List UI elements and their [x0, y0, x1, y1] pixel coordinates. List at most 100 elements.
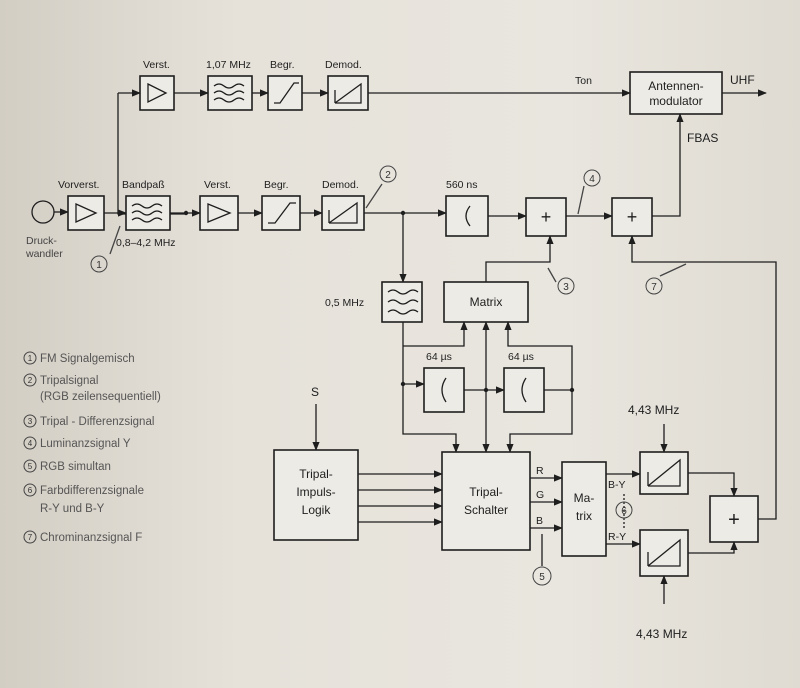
svg-text:1: 1: [28, 354, 33, 363]
marker-1: 1: [90, 225, 121, 273]
svg-text:5: 5: [28, 462, 33, 471]
delay-64us-block-2: [503, 367, 545, 413]
label-demod-mid: Demod.: [322, 179, 359, 191]
middle-section: 0,5 MHz Matrix 64 µs 64 µs: [325, 213, 575, 453]
svg-text:Farbdifferenzsignale: Farbdifferenzsignale: [40, 485, 144, 497]
amplifier-icon: [147, 82, 168, 104]
svg-text:Luminanzsignal Y: Luminanzsignal Y: [40, 438, 131, 450]
svg-text:7: 7: [651, 282, 657, 293]
pressure-transducer-icon: [31, 200, 55, 224]
svg-text:3: 3: [28, 417, 33, 426]
label-443-top: 4,43 MHz: [628, 403, 679, 417]
label-verst-mid: Verst.: [204, 179, 231, 191]
demodulator-icon-main: [328, 201, 358, 224]
bottom-section: S Tripal- Impuls- Logik Tripal- Schalter…: [273, 235, 777, 641]
svg-text:6: 6: [28, 486, 33, 495]
numbered-markers: 1 2 3 4 5 6 7: [90, 165, 687, 586]
preamp-block: [67, 195, 105, 231]
legend-item-1: 1 FM Signalgemisch: [23, 351, 135, 365]
label-ton: Ton: [575, 75, 592, 87]
svg-text:FM Signalgemisch: FM Signalgemisch: [40, 353, 135, 365]
svg-text:4: 4: [28, 439, 33, 448]
svg-text:6: 6: [621, 506, 627, 517]
lowpass-icon: [387, 289, 419, 315]
limiter-icon-main: [268, 202, 296, 224]
label-matrix: Matrix: [470, 295, 503, 309]
svg-text:3: 3: [563, 282, 569, 293]
svg-text:Chrominanzsignal F: Chrominanzsignal F: [40, 532, 142, 544]
amplifier-block-top: [139, 75, 175, 111]
legend: 1 FM Signalgemisch 2 Tripalsignal (RGB z…: [23, 351, 161, 544]
label-ry: R-Y: [608, 531, 626, 543]
legend-item-4: 4 Luminanzsignal Y: [23, 436, 131, 450]
label-tripal-2: Impuls-: [296, 485, 335, 499]
marker-3: 3: [547, 267, 575, 295]
legend-item-3: 3 Tripal - Differenzsignal: [23, 414, 154, 428]
matrix-block-2: [561, 461, 607, 557]
tripal-schalter-block: [441, 451, 531, 551]
bandpass-block: [125, 195, 171, 231]
label-s: S: [311, 385, 319, 399]
label-tripal-1: Tripal-: [299, 467, 333, 481]
antenna-modulator-block: [629, 71, 723, 115]
label-64us-b: 64 µs: [508, 351, 534, 363]
svg-text:2: 2: [385, 170, 391, 181]
adder-plus-3: +: [728, 509, 740, 531]
bandpass-icon-main: [131, 203, 163, 223]
legend-item-6: 6 Farbdifferenzsignale R-Y und B-Y: [23, 483, 144, 515]
label-schalter-1: Tripal-: [469, 485, 503, 499]
amplifier-block-main: [199, 195, 239, 231]
label-antennen-2: modulator: [649, 94, 702, 108]
label-bandpass: Bandpaß: [122, 179, 165, 191]
label-05mhz: 0,5 MHz: [325, 297, 364, 309]
adder-plus-1: +: [541, 207, 552, 227]
label-64us-a: 64 µs: [426, 351, 452, 363]
svg-text:Tripalsignal: Tripalsignal: [40, 375, 98, 387]
delay-icon-1: [441, 377, 447, 403]
modulator-icon-ry: [647, 538, 681, 567]
preamp-icon: [75, 202, 98, 224]
legend-item-7: 7 Chrominanzsignal F: [23, 530, 142, 544]
bandpass-icon: [213, 83, 245, 103]
label-schalter-2: Schalter: [464, 503, 508, 517]
svg-text:(RGB zeilensequentiell): (RGB zeilensequentiell): [40, 391, 161, 403]
legend-item-5: 5 RGB simultan: [23, 459, 111, 473]
adder-block-1: [525, 197, 567, 237]
label-443-bot: 4,43 MHz: [636, 627, 687, 641]
label-druck-1: Druck-: [26, 235, 57, 247]
label-matrix2-2: trix: [576, 509, 592, 523]
adder-block-2: [611, 197, 653, 237]
marker-2: 2: [365, 165, 397, 209]
legend-item-2: 2 Tripalsignal (RGB zeilensequentiell): [23, 373, 161, 403]
label-begr-top: Begr.: [270, 59, 295, 71]
label-560ns: 560 ns: [446, 179, 478, 191]
limiter-icon: [274, 82, 299, 104]
adder-plus-2: +: [627, 207, 638, 227]
label-verst-top: Verst.: [143, 59, 170, 71]
svg-text:1: 1: [96, 260, 102, 271]
label-fbas: FBAS: [687, 131, 718, 145]
limiter-block-main: [261, 195, 301, 231]
marker-5: 5: [532, 566, 552, 586]
delay-64us-block-1: [423, 367, 465, 413]
svg-text:RGB simultan: RGB simultan: [40, 461, 111, 473]
label-b: B: [536, 515, 543, 527]
delay-icon: [465, 205, 471, 227]
marker-6: 6: [615, 501, 633, 519]
svg-text:Tripal - Differenzsignal: Tripal - Differenzsignal: [40, 416, 154, 428]
main-chain: + + Vorverst. Bandpaß Verst. Begr. Demod…: [25, 113, 684, 260]
svg-text:4: 4: [589, 174, 595, 185]
svg-text:R-Y und B-Y: R-Y und B-Y: [40, 503, 105, 515]
demodulator-icon: [334, 82, 362, 104]
label-r: R: [536, 465, 544, 477]
label-matrix2-1: Ma-: [574, 491, 595, 505]
label-antennen-1: Antennen-: [648, 79, 703, 93]
delay-icon-2: [521, 377, 527, 403]
label-vorverst: Vorverst.: [58, 179, 99, 191]
svg-text:5: 5: [539, 572, 545, 583]
tripal-impuls-logik-block: [273, 449, 359, 541]
marker-7: 7: [645, 263, 687, 295]
amplifier-icon-main: [207, 203, 232, 223]
label-freq-107: 1,07 MHz: [206, 59, 251, 71]
